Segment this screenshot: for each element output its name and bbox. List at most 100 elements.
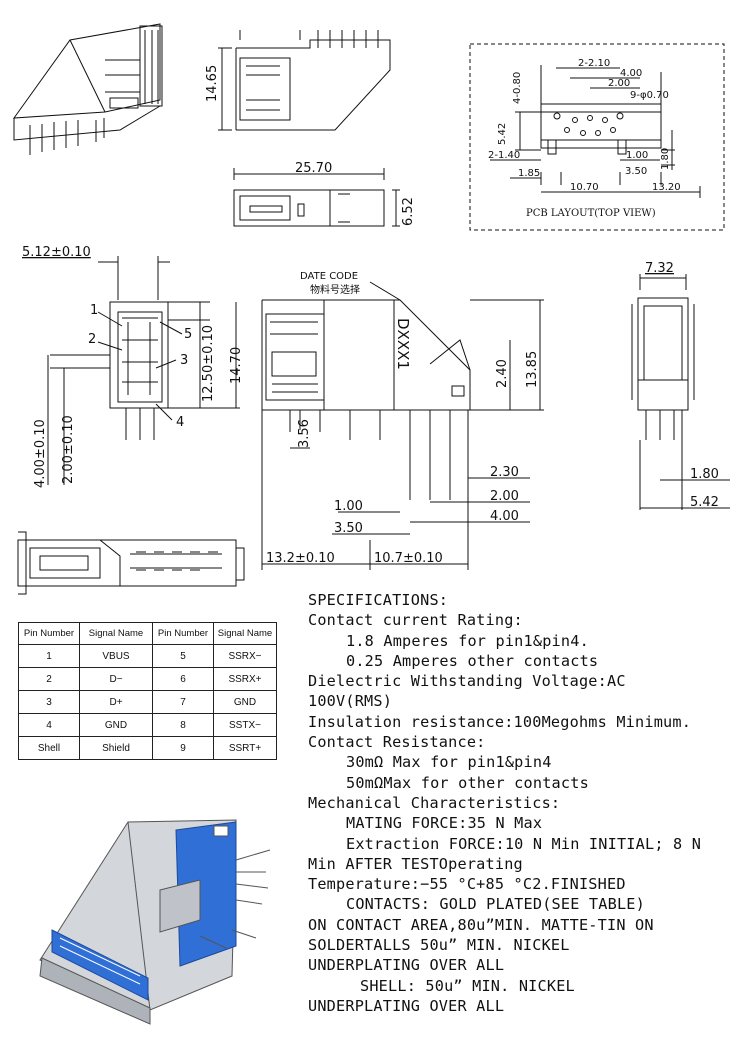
right-view: 7.32 1.80 5.42 [631, 261, 730, 510]
dim-14-65: 14.65 [205, 65, 220, 102]
front-view: 5.12±0.10 1 2 3 4 5 12.50±0.10 14.70 4.0… [22, 245, 244, 488]
pcb-dim-2-1-40: 2-1.40 [488, 150, 520, 161]
pcb-dim-9-phi-0-70: 9-φ0.70 [630, 90, 669, 101]
cell: VBUS [79, 644, 153, 668]
spec-line: SPECIFICATIONS: [308, 591, 449, 609]
spec-line: Dielectric Withstanding Voltage:AC [308, 672, 626, 691]
spec-line: UNDERPLATING OVER ALL [308, 956, 505, 975]
table-row: Shell Shield 9 SSRT+ [18, 736, 277, 760]
pcb-dim-5-42: 5.42 [497, 123, 508, 145]
dim-12-50: 12.50±0.10 [201, 325, 216, 402]
callout-2: 2 [88, 332, 96, 347]
spec-line: Contact current Rating: [308, 611, 523, 630]
dim-3-56: 3.56 [297, 419, 312, 448]
dim-4-00-tol: 4.00±0.10 [33, 419, 48, 488]
cell: SSRX+ [213, 667, 277, 691]
spec-line: 0.25 Amperes other contacts [346, 651, 599, 670]
side-top-view: 25.70 6.52 [233, 161, 416, 227]
dim-5-42-right: 5.42 [690, 495, 719, 510]
dim-1-00-side: 1.00 [334, 499, 363, 514]
header-signal-name-2: Signal Name [213, 622, 277, 645]
pcb-dim-1-00: 1.00 [626, 150, 648, 161]
spec-line: MATING FORCE:35 N Max [346, 814, 543, 833]
dim-6-52: 6.52 [401, 197, 416, 226]
cell: 1 [18, 644, 80, 668]
pcb-dim-4-0-80: 4-0.80 [512, 72, 523, 104]
side-view: DATE CODE 物料号选择 DXXX1 3.56 13.85 2.40 2.… [261, 271, 544, 570]
dim-5-12: 5.12±0.10 [22, 245, 91, 260]
dim-13-85: 13.85 [525, 351, 540, 388]
table-row: 3 D+ 7 GND [18, 690, 277, 714]
dim-10-7: 10.7±0.10 [374, 551, 443, 566]
header-signal-name: Signal Name [79, 622, 153, 645]
cell: GND [213, 690, 277, 714]
callout-5: 5 [184, 327, 192, 342]
dim-3-50-side: 3.50 [334, 521, 363, 536]
spec-line: 50mΩMax for other contacts [346, 773, 589, 792]
dim-4-00-side: 4.00 [490, 509, 519, 524]
dim-7-32: 7.32 [645, 261, 674, 276]
top-view: 14.65 [205, 30, 391, 131]
spec-line: Temperature:−55 °C+85 °C2.FINISHED [308, 875, 626, 894]
isometric-sketch [12, 23, 163, 155]
cell: D+ [79, 690, 153, 714]
cell: 5 [152, 644, 214, 668]
bottom-side-view [17, 531, 245, 595]
cell: 7 [152, 690, 214, 714]
header-pin-number-2: Pin Number [152, 622, 214, 645]
cell: Shield [79, 736, 153, 760]
callout-3: 3 [180, 353, 188, 368]
pcb-dim-3-50: 3.50 [625, 166, 647, 177]
dim-13-2: 13.2±0.10 [266, 551, 335, 566]
dim-2-40: 2.40 [495, 359, 510, 388]
spec-line: 30mΩ Max for pin1&pin4 [346, 753, 552, 772]
spec-line: 1.8 Amperes for pin1&pin4. [346, 631, 589, 650]
spec-line: ON CONTACT AREA,80u”MIN. MATTE-TIN ON [308, 915, 654, 934]
pcb-dim-10-70: 10.70 [570, 182, 599, 193]
dim-25-70: 25.70 [295, 161, 332, 176]
date-code-label: DATE CODE [300, 271, 358, 282]
pcb-layout: 2-2.10 4-0.80 4.00 2.00 9-φ0.70 5.42 2-1… [469, 43, 725, 231]
dim-2-30: 2.30 [490, 465, 519, 480]
dim-2-00-tol: 2.00±0.10 [61, 415, 76, 484]
cell: 8 [152, 713, 214, 737]
spec-line: Extraction FORCE:10 N Min INITIAL; 8 N [346, 834, 702, 853]
specifications: SPECIFICATIONS: Contact current Rating: … [308, 590, 748, 1016]
callout-1: 1 [90, 303, 98, 318]
header-pin-number: Pin Number [18, 622, 80, 645]
cell: 2 [18, 667, 80, 691]
spec-line: Contact Resistance: [308, 733, 486, 752]
spec-line: SOLDERTALLS 50u” MIN. NICKEL [308, 936, 570, 955]
pcb-dim-13-20: 13.20 [652, 182, 681, 193]
table-row: 2 D− 6 SSRX+ [18, 667, 277, 691]
cell: 3 [18, 690, 80, 714]
cell: GND [79, 713, 153, 737]
pcb-dim-1-80: 1.80 [660, 148, 671, 170]
pcb-dim-2-2-10: 2-2.10 [578, 58, 610, 69]
callout-4: 4 [176, 415, 184, 430]
pcb-layout-title: PCB LAYOUT(TOP VIEW) [526, 208, 656, 219]
table-row: 1 VBUS 5 SSRX− [18, 644, 277, 668]
cell: Shell [18, 736, 80, 760]
dim-2-00-side: 2.00 [490, 489, 519, 504]
table-row: 4 GND 8 SSTX− [18, 713, 277, 737]
spec-line: Min AFTER TESTOperating [308, 854, 523, 873]
spec-line: UNDERPLATING OVER ALL [308, 996, 505, 1015]
pcb-dim-4-00: 4.00 [620, 68, 642, 79]
cell: 9 [152, 736, 214, 760]
cell: SSRX− [213, 644, 277, 668]
date-code-cn: 物料号选择 [310, 283, 360, 296]
connector-photo [39, 819, 271, 1025]
cell: 6 [152, 667, 214, 691]
cell: D− [79, 667, 153, 691]
date-code-mark: DXXX1 [394, 318, 412, 370]
dim-14-70: 14.70 [229, 347, 244, 384]
spec-line: SHELL: 50u” MIN. NICKEL [360, 976, 575, 995]
dim-1-80-right: 1.80 [690, 467, 719, 482]
spec-line: Insulation resistance:100Megohms Minimum… [308, 712, 692, 731]
pin-table-header: Pin Number Signal Name Pin Number Signal… [18, 622, 277, 645]
spec-line: Mechanical Characteristics: [308, 793, 561, 812]
spec-line: CONTACTS: GOLD PLATED(SEE TABLE) [346, 895, 645, 914]
pcb-dim-1-85: 1.85 [518, 168, 540, 179]
